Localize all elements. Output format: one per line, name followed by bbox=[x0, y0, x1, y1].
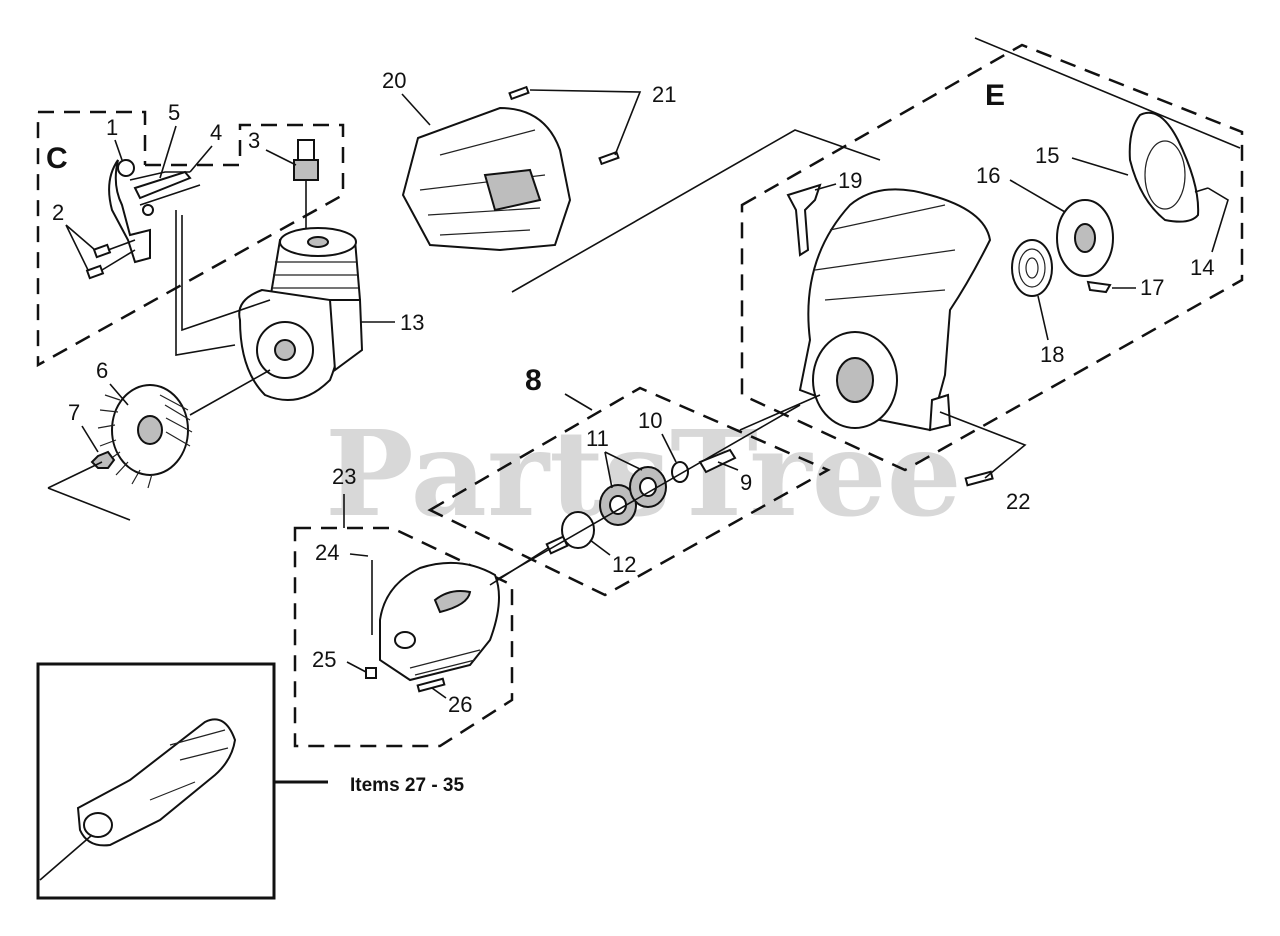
group-c-leader bbox=[175, 210, 271, 356]
screw-26-part bbox=[416, 677, 446, 693]
callout-6: 6 bbox=[96, 358, 108, 383]
callout-24: 24 bbox=[315, 540, 339, 565]
group-e-axis bbox=[974, 37, 1241, 149]
leader-24 bbox=[349, 553, 369, 557]
callout-25: 25 bbox=[312, 647, 336, 672]
starter-handle-part bbox=[786, 183, 822, 257]
leader-8 bbox=[564, 393, 593, 411]
inset-label: Items 27 - 35 bbox=[350, 775, 464, 796]
screws-part bbox=[85, 239, 136, 280]
callout-21: 21 bbox=[652, 82, 676, 107]
callout-22: 22 bbox=[1006, 489, 1030, 514]
ignition-module-part bbox=[108, 159, 190, 264]
recoil-spring-part bbox=[1011, 239, 1053, 297]
callout-15: 15 bbox=[1035, 143, 1059, 168]
screw-22-part bbox=[964, 470, 994, 487]
wire-clip-part bbox=[133, 170, 201, 216]
group-8-label: 8 bbox=[525, 364, 542, 397]
callout-4: 4 bbox=[210, 120, 222, 145]
washer-part bbox=[671, 461, 689, 483]
leader-5 bbox=[159, 125, 177, 179]
leader-9 bbox=[717, 461, 739, 471]
callout-1: 1 bbox=[106, 115, 118, 140]
group-c-label: C bbox=[46, 142, 68, 175]
callout-5: 5 bbox=[168, 100, 180, 125]
leader-21 bbox=[529, 89, 642, 156]
leader-3 bbox=[265, 149, 297, 166]
callout-11: 11 bbox=[586, 426, 609, 451]
callout-2: 2 bbox=[52, 200, 64, 225]
group-c-box bbox=[36, 110, 345, 368]
cylinder-shroud-part bbox=[401, 106, 572, 252]
clutch-housing-part bbox=[379, 561, 500, 682]
leader-12 bbox=[589, 539, 611, 556]
leader-16 bbox=[1009, 179, 1066, 213]
callout-10: 10 bbox=[638, 408, 662, 433]
leader-19 bbox=[814, 183, 837, 191]
axis-7 bbox=[47, 461, 131, 521]
group-23-box bbox=[293, 526, 514, 748]
spacer-part bbox=[698, 448, 737, 474]
group-e-box bbox=[740, 43, 1244, 472]
callout-12: 12 bbox=[612, 552, 636, 577]
callout-23: 23 bbox=[332, 464, 356, 489]
callout-9: 9 bbox=[740, 470, 752, 495]
housing-axis-23 bbox=[489, 547, 549, 586]
spark-plug-part bbox=[293, 139, 319, 235]
starter-cover-part bbox=[1128, 111, 1200, 223]
shroud-screws-part bbox=[508, 85, 620, 166]
fan-housing-part bbox=[798, 188, 992, 432]
callout-16: 16 bbox=[976, 163, 1000, 188]
leader-14 bbox=[1194, 187, 1229, 253]
group-e-label: E bbox=[985, 79, 1005, 112]
leader-1 bbox=[114, 139, 123, 161]
leader-26 bbox=[431, 687, 447, 699]
callout-13: 13 bbox=[400, 310, 424, 335]
callout-7: 7 bbox=[68, 400, 80, 425]
group-8-box bbox=[427, 386, 831, 597]
engine-cylinder-part bbox=[238, 227, 364, 401]
crankshaft-axis bbox=[189, 369, 271, 416]
leader-6 bbox=[109, 383, 129, 406]
callout-26: 26 bbox=[448, 692, 472, 717]
leader-25 bbox=[346, 661, 367, 673]
leader-20 bbox=[401, 93, 431, 126]
leader-4 bbox=[189, 145, 213, 173]
leader-11 bbox=[604, 451, 643, 489]
starter-pulley-part bbox=[1056, 199, 1114, 277]
handle-assembly-part bbox=[39, 718, 237, 881]
callout-19: 19 bbox=[838, 168, 862, 193]
axis-22 bbox=[939, 411, 1027, 479]
leader-2 bbox=[65, 224, 96, 271]
leader-15 bbox=[1071, 157, 1129, 176]
flywheel-part bbox=[97, 384, 193, 489]
callout-18: 18 bbox=[1040, 342, 1064, 367]
callout-17: 17 bbox=[1140, 275, 1164, 300]
leader-18 bbox=[1037, 295, 1049, 341]
leader-10 bbox=[661, 433, 677, 463]
screw-25-part bbox=[365, 667, 377, 679]
callout-3: 3 bbox=[248, 128, 260, 153]
callout-14: 14 bbox=[1190, 255, 1214, 280]
callout-20: 20 bbox=[382, 68, 406, 93]
leader-7 bbox=[81, 425, 99, 453]
pawl-part bbox=[1086, 280, 1112, 294]
housing-axis bbox=[739, 394, 821, 431]
shroud-axis bbox=[511, 129, 881, 293]
